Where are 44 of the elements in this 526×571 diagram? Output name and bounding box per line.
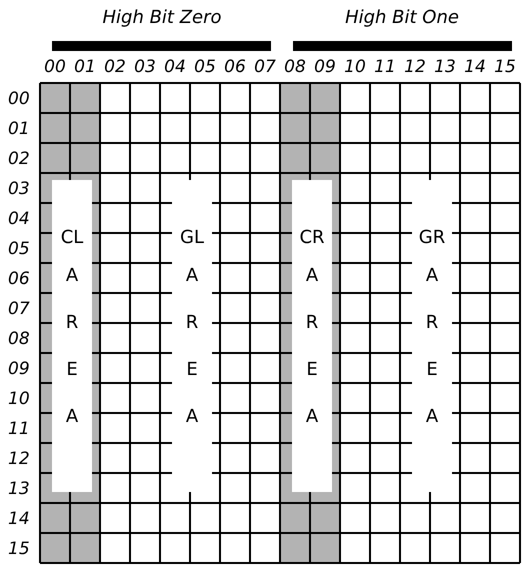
column-group-heading: High Bit One — [345, 6, 459, 30]
column-number: 14 — [464, 56, 486, 79]
area-label: AREA — [304, 264, 320, 429]
row-number: 13 — [8, 478, 30, 501]
column-group-heading: High Bit Zero — [102, 6, 222, 30]
row-number: 01 — [8, 118, 30, 141]
column-number: 12 — [404, 56, 426, 79]
column-number: 08 — [284, 56, 306, 79]
column-number: 02 — [104, 56, 126, 79]
row-number: 14 — [8, 508, 30, 531]
row-number: 08 — [8, 328, 30, 351]
column-number: 09 — [314, 56, 336, 79]
row-number: 15 — [8, 538, 30, 561]
area-label: AREA — [424, 264, 440, 429]
area-label: AREA — [64, 264, 80, 429]
row-number: 10 — [8, 388, 30, 411]
column-number: 00 — [44, 56, 66, 79]
column-number: 13 — [434, 56, 456, 79]
row-number: 12 — [8, 448, 30, 471]
area-label: GL — [180, 226, 204, 250]
row-number: 02 — [8, 148, 30, 171]
column-number: 15 — [494, 56, 516, 79]
area-band — [292, 180, 332, 492]
row-number: 06 — [8, 268, 30, 291]
area-label: AREA — [184, 264, 200, 429]
column-number: 05 — [194, 56, 216, 79]
row-number: 11 — [8, 418, 30, 441]
row-number: 07 — [8, 298, 30, 321]
column-number: 04 — [164, 56, 186, 79]
column-number: 06 — [224, 56, 246, 79]
column-number: 03 — [134, 56, 156, 79]
row-number: 04 — [8, 208, 30, 231]
row-number: 03 — [8, 178, 30, 201]
area-label: GR — [418, 226, 446, 250]
row-number: 09 — [8, 358, 30, 381]
area-label: CR — [299, 226, 325, 250]
area-band — [52, 180, 92, 492]
row-number: 00 — [8, 88, 30, 111]
column-number: 11 — [374, 56, 396, 79]
column-number: 01 — [74, 56, 96, 79]
column-number: 07 — [254, 56, 276, 79]
column-number: 10 — [344, 56, 366, 79]
area-label: CL — [60, 226, 84, 250]
row-number: 05 — [8, 238, 30, 261]
